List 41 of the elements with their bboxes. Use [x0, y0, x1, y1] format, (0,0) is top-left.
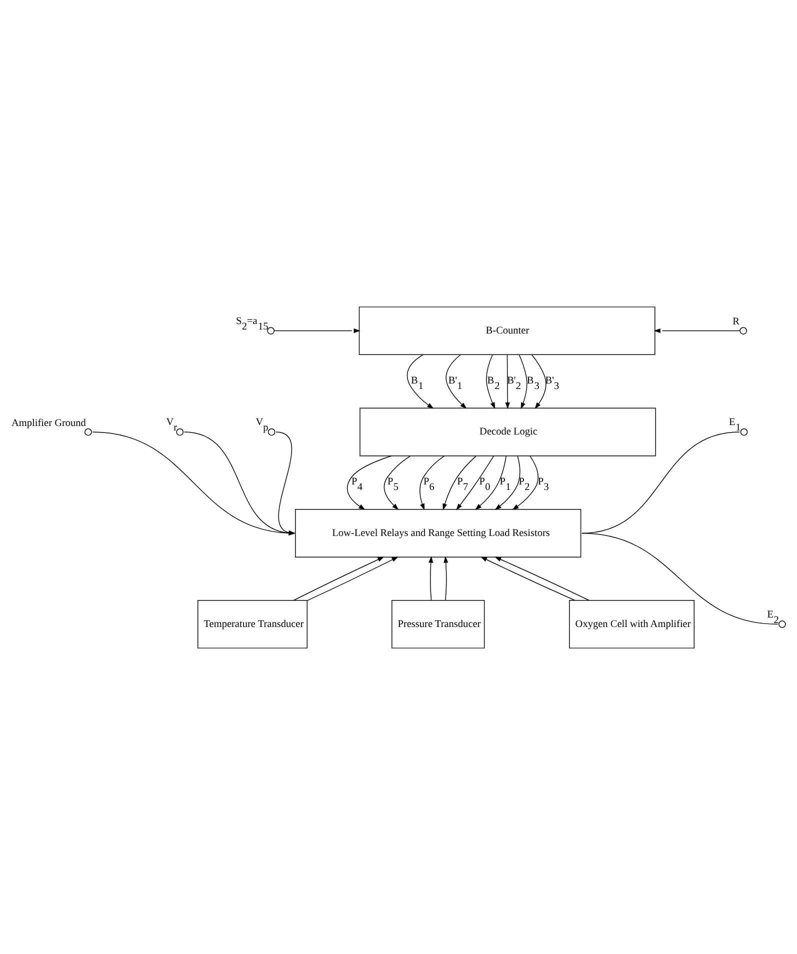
node-circle	[740, 428, 748, 436]
arrow	[442, 455, 476, 510]
node-label: Amplifier Ground	[12, 417, 86, 428]
arrow	[512, 455, 538, 510]
node-circle	[267, 326, 275, 334]
node-box: Oxygen Cell with Amplifier	[569, 600, 695, 648]
node-label: R	[732, 316, 740, 328]
arrow	[276, 431, 296, 534]
connector	[582, 532, 778, 624]
arrow	[92, 431, 296, 535]
arrow	[518, 354, 528, 409]
arrow	[475, 455, 507, 510]
arrow	[494, 556, 590, 600]
arrow	[384, 455, 410, 510]
node-box: Temperature Transducer	[197, 600, 308, 648]
node-circle	[778, 620, 786, 628]
arrow	[505, 354, 510, 409]
arrow	[480, 556, 576, 600]
arrow	[486, 354, 496, 408]
node-box: B-Counter	[358, 306, 656, 354]
arrow	[306, 556, 398, 600]
arrow	[456, 455, 494, 510]
arrow	[446, 354, 467, 408]
arrow	[274, 328, 360, 333]
arrow	[531, 354, 546, 408]
node-box: Pressure Transducer	[392, 600, 485, 648]
node-circle	[84, 428, 92, 436]
arrow	[346, 455, 392, 510]
node-box: Low-Level Relays and Range Setting Load Resistors	[295, 508, 582, 557]
arrow	[654, 328, 740, 333]
arrow	[184, 431, 296, 535]
arrow	[444, 556, 448, 600]
node-circle	[740, 326, 747, 334]
arrow	[420, 455, 445, 510]
arrow	[406, 354, 434, 408]
arrow	[428, 556, 434, 600]
arrow	[293, 556, 384, 600]
node-circle	[268, 428, 276, 436]
node-box: Decode Logic	[360, 407, 656, 456]
node-circle	[176, 428, 184, 436]
arrow	[494, 455, 520, 510]
